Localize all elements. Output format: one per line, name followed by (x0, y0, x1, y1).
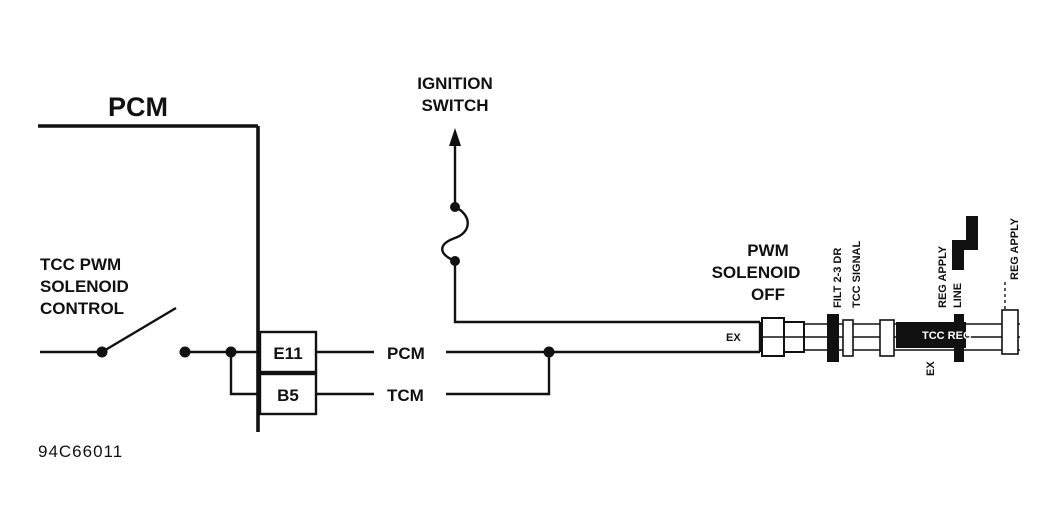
ignition-label-line-1: IGNITION (417, 74, 493, 93)
valve-passage-icon (952, 216, 978, 270)
pcm-connector: E11 B5 (258, 330, 318, 416)
pcm-wire-label: PCM (387, 344, 425, 363)
ex-left-label: EX (726, 332, 741, 344)
valve-end-plug (1001, 309, 1019, 355)
pwm-solenoid-label: PWM SOLENOID OFF (712, 241, 801, 304)
tcm-wire-label: TCM (387, 386, 424, 405)
valve-labels: EX FILT 2-3 DR TCC SIGNAL EX REG APPLY L… (726, 217, 1021, 376)
ignition-feed: IGNITION SWITCH (417, 74, 760, 324)
internal-branch-wire (229, 352, 260, 396)
filt-label: FILT 2-3 DR (832, 248, 844, 308)
tcm-wire-right (446, 352, 551, 396)
valve-land-1 (827, 314, 839, 362)
solenoid-label-line-3: OFF (751, 285, 785, 304)
solenoid-label-line-1: PWM (747, 241, 789, 260)
pcm-module: PCM (38, 92, 260, 432)
figure-code: 94C66011 (38, 442, 123, 461)
pin-b5-label: B5 (277, 386, 299, 405)
junction-dot-external (543, 346, 555, 358)
tcc-reg-label: TCC REG (922, 330, 972, 342)
tcc-label-line-2: SOLENOID (40, 277, 129, 296)
switch-blade (101, 306, 177, 354)
solenoid-valve-assembly (758, 216, 1020, 362)
valve-land-3 (879, 319, 895, 357)
pin-e11-label: E11 (273, 344, 302, 363)
solenoid-label-line-2: SOLENOID (712, 263, 801, 282)
valve-land-4 (954, 314, 964, 362)
tcc-control-label: TCC PWM SOLENOID CONTROL (40, 255, 129, 318)
line-label: LINE (952, 283, 964, 308)
ignition-label-line-2: SWITCH (421, 96, 488, 115)
ex-right-label: EX (925, 361, 937, 376)
valve-land-2 (842, 319, 854, 357)
ignition-arrow-icon (449, 128, 461, 146)
tcc-switch (40, 306, 260, 396)
tcc-label-line-3: CONTROL (40, 299, 124, 318)
ignition-wire-bottom (453, 261, 760, 324)
pin-b5-box (258, 372, 318, 416)
reg-apply-2-label: REG APPLY (1009, 217, 1021, 280)
pcm-title: PCM (108, 92, 168, 122)
reg-apply-1-label: REG APPLY (937, 245, 949, 308)
external-wiring: PCM TCM (316, 344, 760, 405)
tcc-signal-label: TCC SIGNAL (851, 241, 863, 309)
tcc-label-line-1: TCC PWM (40, 255, 121, 274)
fuse-icon (441, 205, 469, 263)
